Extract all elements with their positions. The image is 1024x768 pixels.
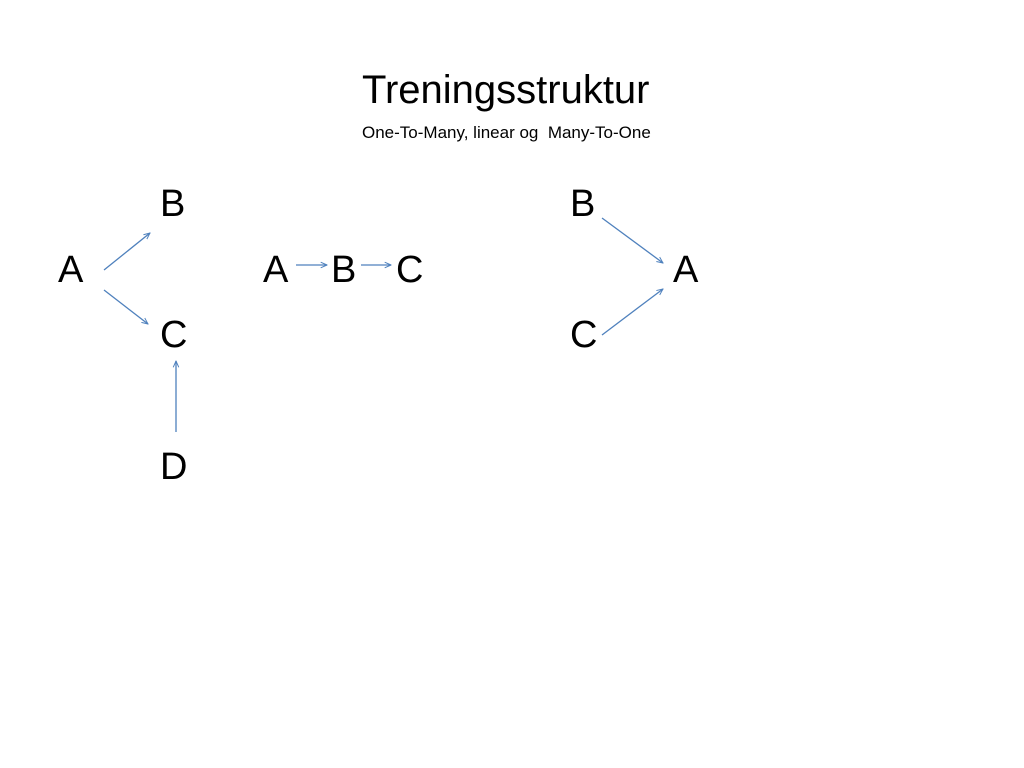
linear-node-c: C: [396, 249, 424, 291]
many-to-one-node-c: C: [570, 314, 598, 356]
arrow-a-to-b: [103, 233, 150, 271]
one-to-many-node-a: A: [58, 249, 84, 291]
arrow-c-to-a: [601, 289, 663, 336]
many-to-one-node-b: B: [570, 183, 596, 225]
linear-node-b: B: [331, 249, 357, 291]
one-to-many-node-c: C: [160, 314, 188, 356]
arrow-a-to-c: [103, 289, 148, 324]
many-to-one-node-a: A: [673, 249, 699, 291]
linear-node-a: A: [263, 249, 289, 291]
slide-title: Treningsstruktur: [362, 68, 650, 112]
arrow-b-to-a: [601, 217, 663, 263]
slide-subtitle: One-To-Many, linear og Many-To-One: [362, 123, 651, 142]
one-to-many-node-b: B: [160, 183, 186, 225]
one-to-many-node-d: D: [160, 446, 188, 488]
